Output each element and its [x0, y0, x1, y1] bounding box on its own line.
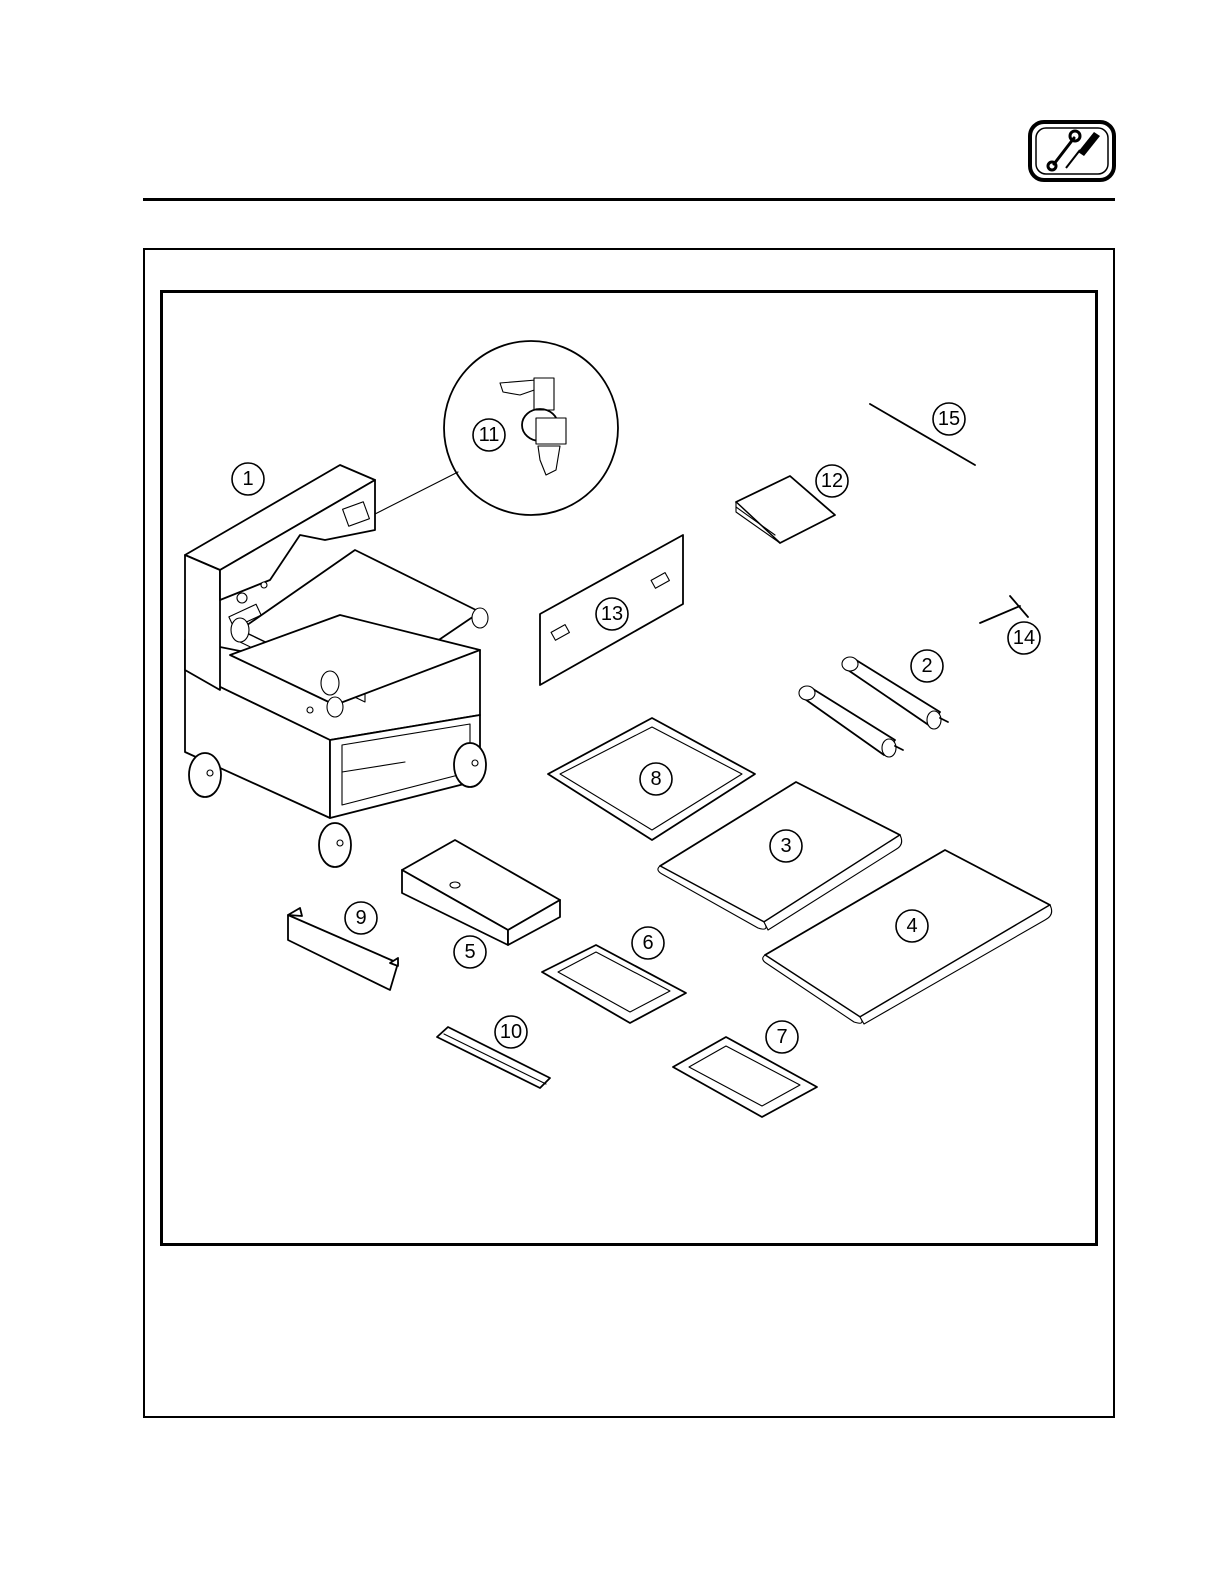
part-14-t-handle	[980, 596, 1028, 623]
svg-text:13: 13	[601, 603, 623, 625]
callout-11: 11	[473, 419, 505, 451]
part-5-drip-pan	[402, 840, 560, 945]
callout-10: 10	[495, 1016, 527, 1048]
callout-1: 1	[232, 463, 264, 495]
callout-14: 14	[1008, 622, 1040, 654]
callout-7: 7	[766, 1021, 798, 1053]
callout-12: 12	[816, 465, 848, 497]
svg-text:6: 6	[642, 932, 653, 954]
callout-13: 13	[596, 598, 628, 630]
callout-3: 3	[770, 830, 802, 862]
part-6-pan	[542, 945, 686, 1023]
svg-text:4: 4	[906, 915, 917, 937]
callout-8: 8	[640, 763, 672, 795]
svg-text:3: 3	[780, 835, 791, 857]
svg-text:9: 9	[355, 907, 366, 929]
callout-9: 9	[345, 902, 377, 934]
svg-text:1: 1	[242, 468, 253, 490]
svg-text:14: 14	[1013, 627, 1035, 649]
svg-text:10: 10	[500, 1021, 522, 1043]
svg-text:8: 8	[650, 768, 661, 790]
svg-text:15: 15	[938, 408, 960, 430]
part-10-rail	[437, 1027, 550, 1088]
svg-text:12: 12	[821, 470, 843, 492]
svg-text:7: 7	[776, 1026, 787, 1048]
part-7-pan	[673, 1037, 817, 1117]
callout-2: 2	[911, 650, 943, 682]
svg-text:11: 11	[479, 424, 500, 446]
callout-15: 15	[933, 403, 965, 435]
svg-text:2: 2	[921, 655, 932, 677]
svg-text:5: 5	[464, 941, 475, 963]
callout-5: 5	[454, 936, 486, 968]
callout-4: 4	[896, 910, 928, 942]
part-1-machine	[185, 465, 488, 867]
part-9-guard	[288, 908, 398, 990]
callout-6: 6	[632, 927, 664, 959]
